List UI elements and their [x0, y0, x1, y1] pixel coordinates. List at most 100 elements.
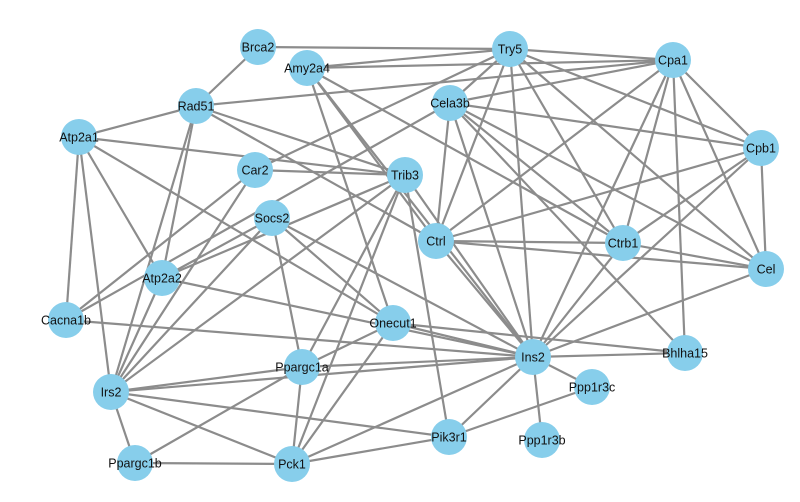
edge-trib3-irs2 — [110, 174, 406, 393]
edge-amy2a4-try5 — [306, 47, 511, 70]
edge-cela3b-ctrl — [434, 102, 452, 242]
edge-atp2a2-ins2 — [161, 276, 534, 359]
node-amy2a4: Amy2a4 — [284, 50, 330, 86]
node-circle — [748, 251, 784, 287]
edge-ctrl-cel — [435, 239, 767, 271]
edge-trib3-ppargc1a — [301, 174, 406, 368]
node-label: Cela3b — [430, 97, 470, 111]
edge-cpb1-ins2 — [532, 147, 762, 358]
node-circle — [117, 445, 153, 481]
node-label: Ppargc1b — [108, 457, 162, 471]
node-pck1: Pck1 — [274, 446, 310, 482]
node-trib3: Trib3 — [387, 157, 423, 193]
edge-pik3r1-pck1 — [291, 435, 450, 466]
edge-trib3-pck1 — [290, 174, 407, 465]
node-circle — [574, 369, 610, 405]
edge-onecut1-ins2 — [392, 321, 534, 359]
edge-atp2a1-atp2a2 — [78, 136, 163, 279]
edge-rad51-cpa1 — [195, 58, 674, 108]
edge-ins2-pck1 — [291, 355, 534, 466]
edge-socs2-ppargc1a — [270, 217, 304, 368]
edges-layer — [64, 45, 768, 466]
edge-car2-trib3 — [254, 168, 406, 177]
node-ppargc1a: Ppargc1a — [275, 349, 329, 385]
edge-amy2a4-cpa1 — [306, 58, 674, 70]
node-irs2: Irs2 — [93, 374, 129, 410]
node-car2: Car2 — [237, 152, 273, 188]
edge-onecut1-pck1 — [291, 322, 394, 465]
edge-socs2-irs2 — [110, 217, 273, 393]
node-circle — [387, 157, 423, 193]
edge-cpa1-cela3b — [449, 58, 674, 105]
edge-irs2-pck1 — [110, 390, 293, 466]
node-label: Cpa1 — [658, 54, 688, 68]
edge-rad51-irs2 — [109, 105, 198, 393]
edge-try5-ctrb1 — [509, 48, 624, 244]
edge-car2-irs2 — [110, 169, 256, 393]
edge-rad51-trib3 — [195, 104, 406, 177]
node-label: Cpb1 — [746, 142, 776, 156]
node-cpa1: Cpa1 — [655, 42, 691, 78]
edge-cela3b-ins2 — [448, 102, 535, 358]
node-circle — [524, 422, 560, 458]
node-ins2: Ins2 — [515, 339, 551, 375]
edge-try5-cpa1 — [509, 47, 674, 62]
node-circle — [284, 349, 320, 385]
edge-trib3-pik3r1 — [403, 174, 451, 438]
node-circle — [418, 223, 454, 259]
node-circle — [655, 42, 691, 78]
node-label: Atp2a2 — [142, 272, 182, 286]
edge-cpb1-cel — [759, 147, 768, 270]
edge-car2-cacna1b — [65, 169, 256, 321]
edge-cela3b-cel — [449, 102, 767, 270]
node-circle — [605, 225, 641, 261]
node-circle — [432, 85, 468, 121]
node-circle — [289, 50, 325, 86]
node-label: Bhlha15 — [662, 347, 708, 361]
node-ppp1r3c: Ppp1r3c — [569, 369, 615, 405]
node-circle — [492, 31, 528, 67]
edge-onecut1-bhlha15 — [392, 321, 686, 355]
node-bhlha15: Bhlha15 — [662, 335, 708, 371]
node-label: Cel — [757, 263, 776, 277]
node-circle — [431, 419, 467, 455]
edge-brca2-try5 — [257, 45, 511, 51]
edge-try5-ctrl — [434, 48, 512, 242]
node-circle — [274, 446, 310, 482]
edge-try5-cel — [509, 48, 767, 270]
node-label: Ppp1r3b — [518, 434, 565, 448]
node-ctrl: Ctrl — [418, 223, 454, 259]
node-onecut1: Onecut1 — [369, 305, 417, 341]
edge-amy2a4-ins2 — [306, 67, 534, 358]
node-socs2: Socs2 — [254, 200, 290, 236]
node-ppargc1b: Ppargc1b — [108, 445, 162, 481]
edge-try5-ins2 — [508, 48, 535, 358]
edge-rad51-atp2a2 — [160, 105, 198, 279]
node-circle — [48, 302, 84, 338]
edge-cela3b-ctrb1 — [449, 102, 624, 244]
node-circle — [667, 335, 703, 371]
node-try5: Try5 — [492, 31, 528, 67]
edge-cpb1-ctrl — [435, 146, 762, 243]
node-rad51: Rad51 — [178, 88, 215, 124]
node-circle — [375, 305, 411, 341]
edge-cpa1-ctrb1 — [621, 59, 675, 244]
node-cel: Cel — [748, 251, 784, 287]
node-circle — [743, 130, 779, 166]
node-circle — [240, 29, 276, 65]
node-label: Rad51 — [178, 100, 215, 114]
node-ctrb1: Ctrb1 — [605, 225, 641, 261]
node-label: Irs2 — [101, 386, 122, 400]
node-ppp1r3b: Ppp1r3b — [518, 422, 566, 458]
edge-try5-cpb1 — [509, 47, 762, 150]
edge-rad51-ctrl — [195, 105, 437, 242]
node-label: Brca2 — [242, 41, 275, 55]
node-atp2a2: Atp2a2 — [142, 260, 182, 296]
edge-atp2a1-irs2 — [77, 136, 113, 393]
edge-ctrl-ctrb1 — [435, 239, 624, 245]
node-label: Try5 — [498, 43, 523, 57]
edge-socs2-atp2a2 — [161, 217, 273, 279]
edge-cacna1b-ins2 — [65, 318, 534, 359]
